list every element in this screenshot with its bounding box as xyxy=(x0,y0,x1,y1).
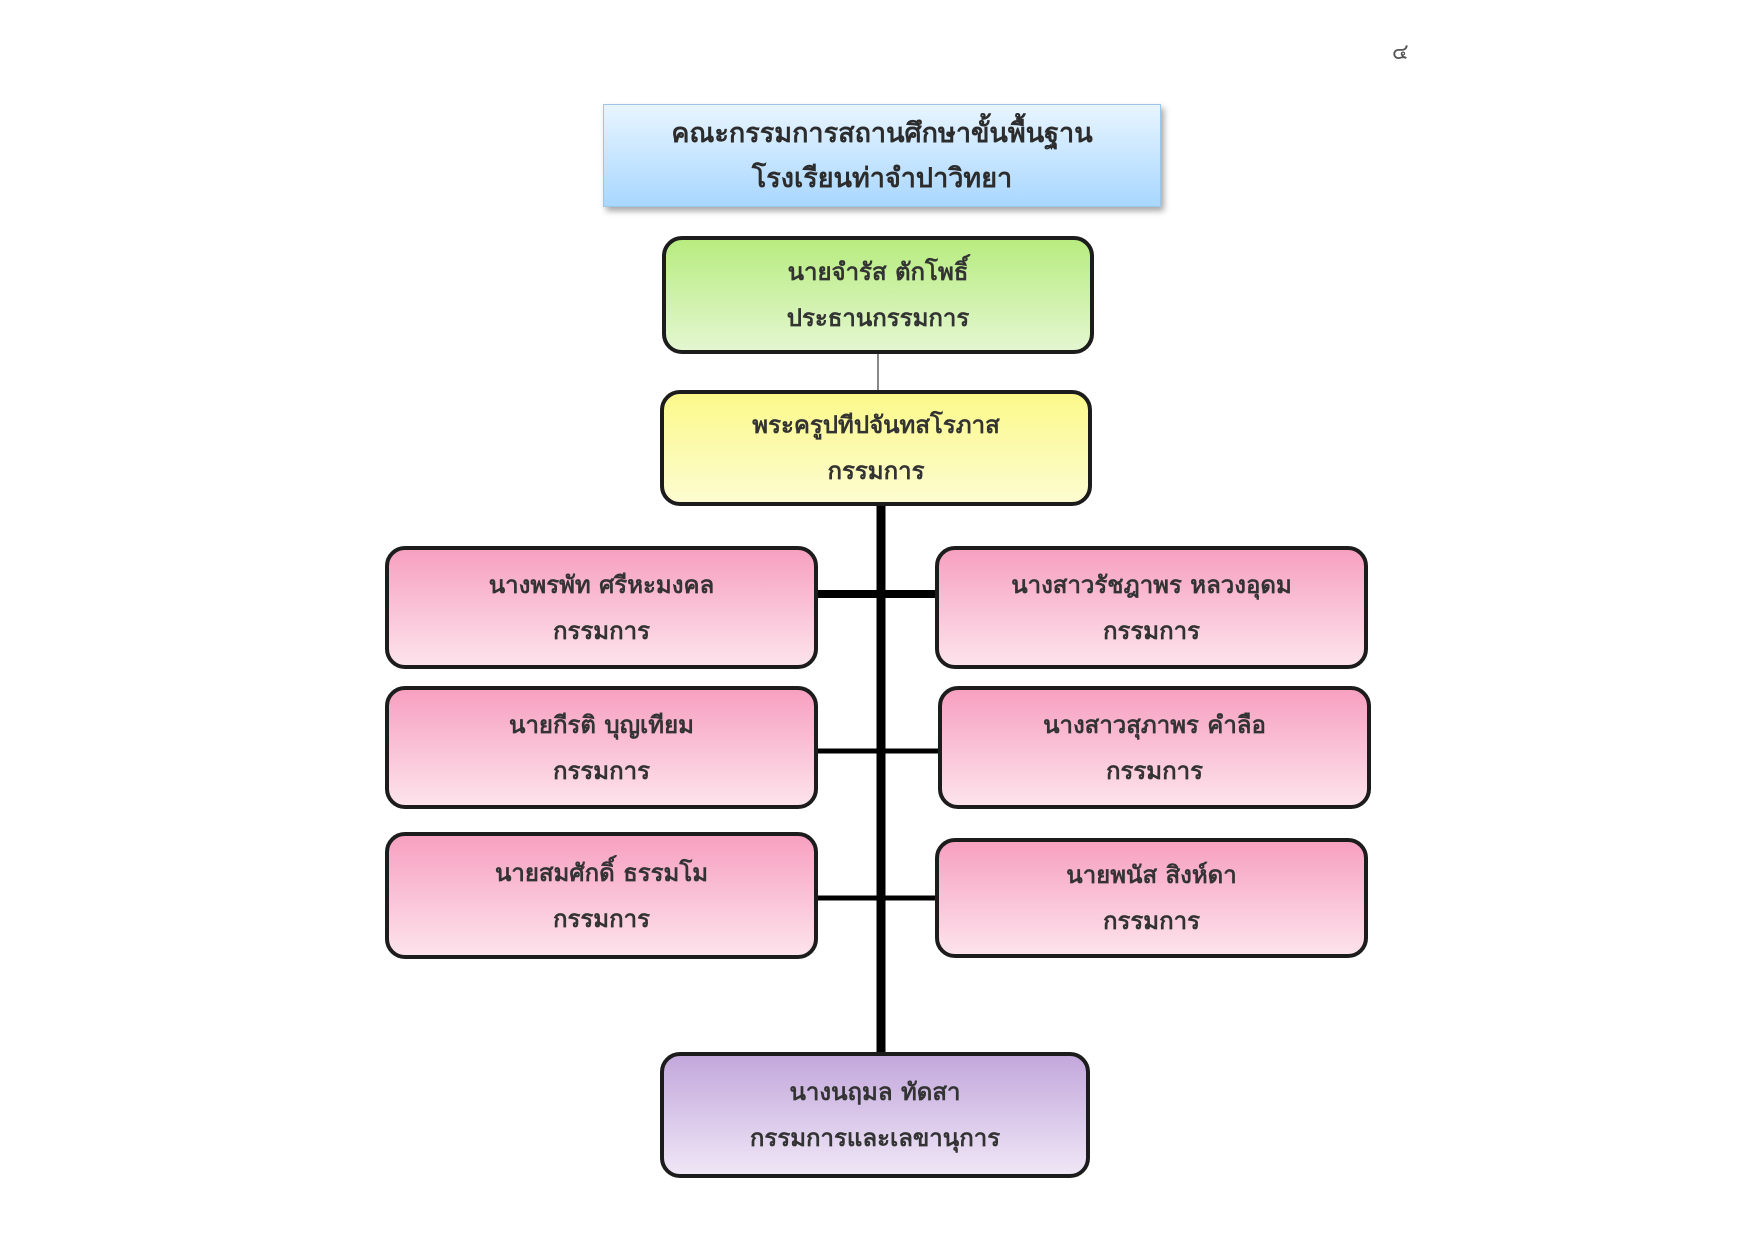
member-role: กรรมการ xyxy=(1102,907,1201,935)
chairman-name: นายจำรัส ตักโพธิ์ xyxy=(787,258,969,286)
member-name: นางสาวรัชฎาพร หลวงอุดม xyxy=(1011,570,1292,599)
member-role: กรรมการ xyxy=(552,616,651,645)
secretary-role: กรรมการและเลขานุการ xyxy=(749,1124,1001,1152)
member-box-right-2: นางสาวสุภาพร คำลือ กรรมการ xyxy=(938,686,1371,809)
member-name: นายกีรติ บุญเทียม xyxy=(509,710,694,739)
monk-member-name: พระครูปทีปจันทสโรภาส xyxy=(752,411,1000,439)
monk-member-box: พระครูปทีปจันทสโรภาส กรรมการ xyxy=(660,390,1092,506)
member-role: กรรมการ xyxy=(552,756,651,785)
member-name: นางสาวสุภาพร คำลือ xyxy=(1043,710,1266,739)
member-name: นางพรพัท ศรีหะมงคล xyxy=(488,570,715,599)
member-role: กรรมการ xyxy=(1105,756,1204,785)
member-name: นายสมศักดิ์ ธรรมโม xyxy=(494,858,709,887)
member-box-left-1: นางพรพัท ศรีหะมงคล กรรมการ xyxy=(385,546,818,669)
member-role: กรรมการ xyxy=(552,904,651,933)
member-role: กรรมการ xyxy=(1102,616,1201,645)
member-box-right-3: นายพนัส สิงห์ดา กรรมการ xyxy=(935,838,1368,958)
secretary-name: นางนฤมล ทัดสา xyxy=(789,1078,961,1106)
school-name: โรงเรียนท่าจำปาวิทยา xyxy=(751,162,1013,194)
member-box-right-1: นางสาวรัชฎาพร หลวงอุดม กรรมการ xyxy=(935,546,1368,669)
member-box-left-2: นายกีรติ บุญเทียม กรรมการ xyxy=(385,686,818,809)
secretary-box: นางนฤมล ทัดสา กรรมการและเลขานุการ xyxy=(660,1052,1090,1178)
chairman-role: ประธานกรรมการ xyxy=(786,304,970,332)
chairman-box: นายจำรัส ตักโพธิ์ ประธานกรรมการ xyxy=(662,236,1094,354)
committee-title-box: คณะกรรมการสถานศึกษาขั้นพื้นฐาน โรงเรียนท… xyxy=(603,104,1161,207)
monk-member-role: กรรมการ xyxy=(827,457,925,485)
member-box-left-3: นายสมศักดิ์ ธรรมโม กรรมการ xyxy=(385,832,818,959)
member-name: นายพนัส สิงห์ดา xyxy=(1066,861,1237,889)
page-number: ๔ xyxy=(1392,40,1409,65)
committee-title: คณะกรรมการสถานศึกษาขั้นพื้นฐาน xyxy=(671,117,1093,149)
